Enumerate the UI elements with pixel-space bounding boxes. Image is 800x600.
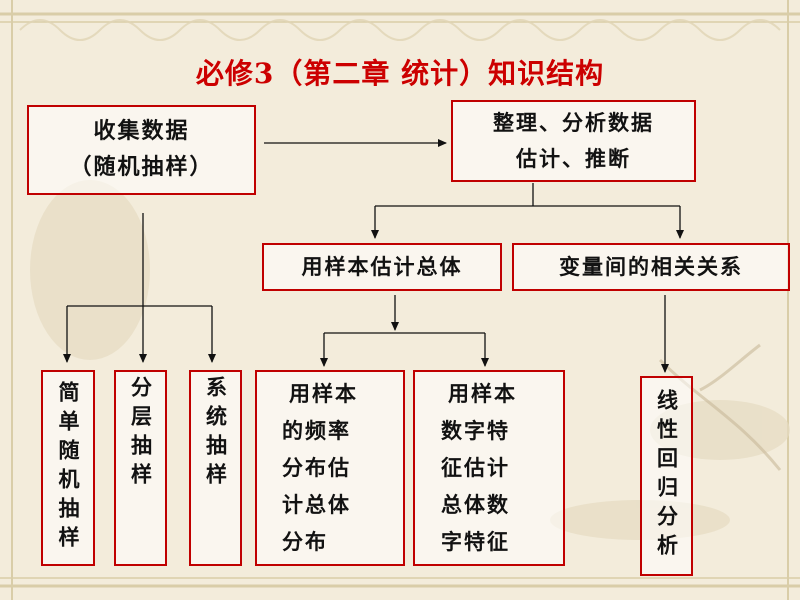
numeric-features-line: 字特征 — [441, 529, 510, 554]
stratified-sampling-box: 分层抽样 — [114, 370, 167, 566]
frequency-distribution-line: 分布估 — [282, 455, 351, 480]
organize-analyze-line1: 整理、分析数据 — [493, 111, 654, 135]
frequency-distribution-box: 用样本 的频率 分布估 计总体 分布 — [255, 370, 405, 566]
frequency-distribution-line: 计总体 — [282, 492, 351, 517]
linear-regression-box: 线性回归分析 — [640, 376, 693, 576]
numeric-features-line: 总体数 — [441, 492, 510, 517]
numeric-features-line: 征估计 — [441, 455, 510, 480]
numeric-features-line: 用样本 — [448, 381, 517, 406]
numeric-features-line: 数字特 — [441, 418, 510, 443]
simple-random-sampling-box: 简单随机抽样 — [41, 370, 95, 566]
systematic-sampling-box: 系统抽样 — [189, 370, 242, 566]
variable-relation-box: 变量间的相关关系 — [512, 243, 790, 291]
collect-data-line1: 收集数据 — [93, 119, 190, 144]
stratified-sampling-label: 分层抽样 — [128, 376, 153, 492]
frequency-distribution-line: 的频率 — [282, 418, 351, 443]
page-title: 必修3（第二章 统计）知识结构 — [195, 57, 605, 90]
estimate-population-box: 用样本估计总体 — [262, 243, 502, 291]
organize-analyze-line2: 估计、推断 — [516, 147, 631, 171]
linear-regression-label: 线性回归分析 — [654, 389, 679, 563]
collect-data-line2: （随机抽样） — [69, 155, 214, 180]
simple-random-sampling-label: 简单随机抽样 — [56, 381, 80, 555]
frequency-distribution-line: 用样本 — [289, 381, 358, 406]
frequency-distribution-line: 分布 — [282, 529, 328, 554]
organize-analyze-box: 整理、分析数据 估计、推断 — [451, 100, 696, 182]
numeric-features-box: 用样本 数字特 征估计 总体数 字特征 — [413, 370, 565, 566]
systematic-sampling-label: 系统抽样 — [203, 376, 228, 492]
collect-data-box: 收集数据 （随机抽样） — [27, 105, 256, 195]
